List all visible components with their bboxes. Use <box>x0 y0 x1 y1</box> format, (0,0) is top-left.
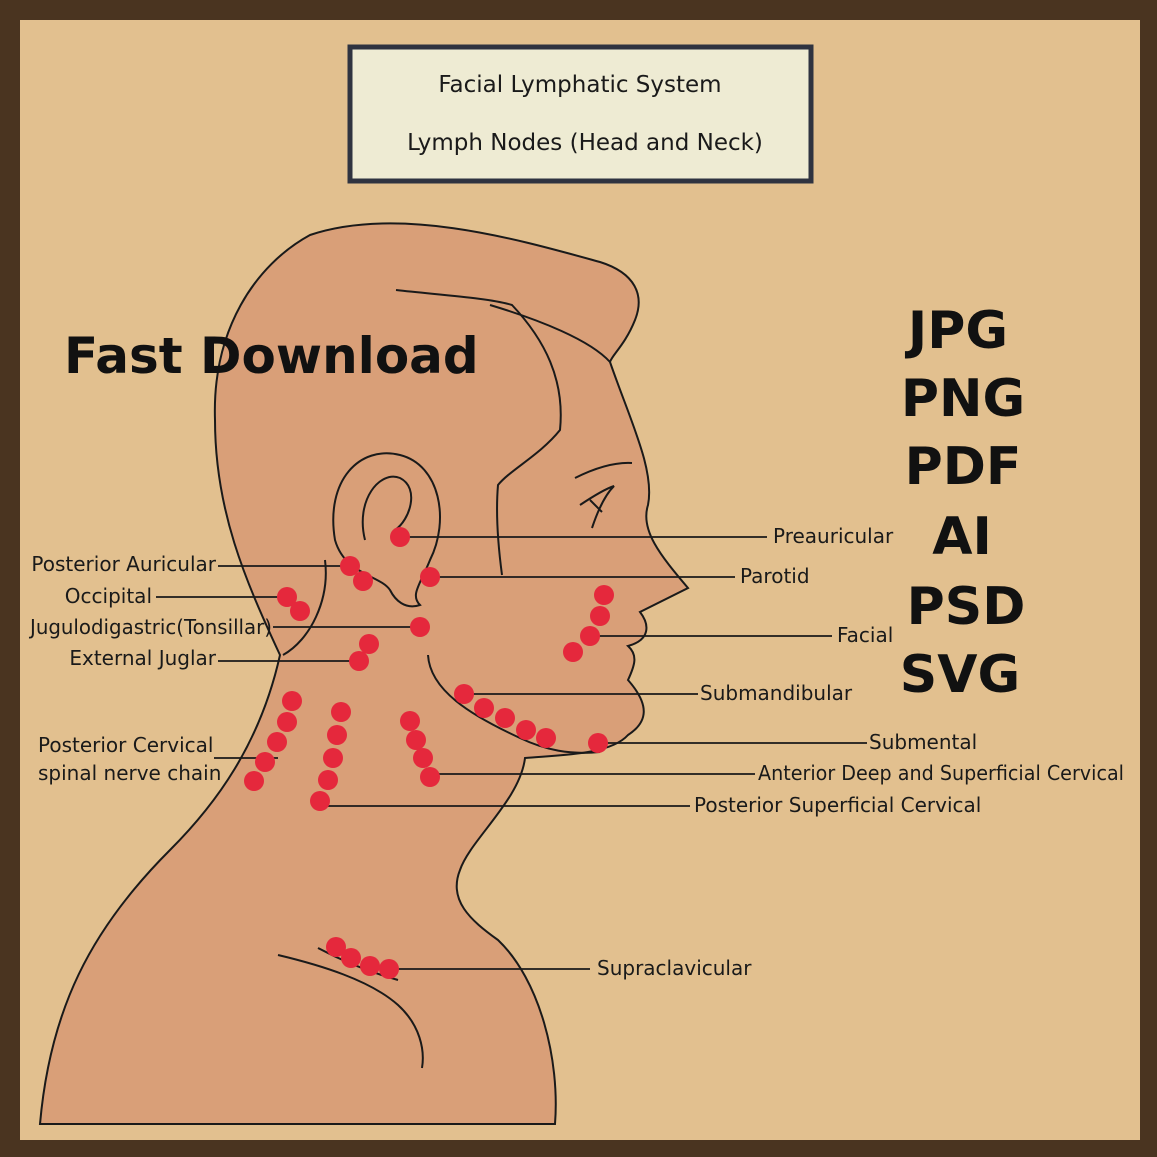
label-posterior-cervical-line-1: Posterior Cervical <box>38 733 213 757</box>
node-preauricular <box>390 527 410 547</box>
neck-back-line <box>282 559 327 656</box>
node-anterior-cervical <box>413 748 433 768</box>
node-jugulodigastric <box>410 617 430 637</box>
jaw-line <box>427 654 601 754</box>
ear-outer <box>332 452 441 608</box>
node-external-juglar <box>349 651 369 671</box>
formats-list: JPG PNG PDF AI PSD SVG <box>900 301 1026 705</box>
title-line-1: Facial Lymphatic System <box>438 72 721 98</box>
format-psd: PSD <box>907 577 1026 637</box>
label-facial: Facial <box>837 623 893 647</box>
node-parotid <box>420 567 440 587</box>
leader-lines <box>156 536 867 970</box>
node-posterior-cervical <box>255 752 275 772</box>
lymph-nodes <box>244 527 614 979</box>
node-supraclavicular <box>326 937 346 957</box>
node-anterior-cervical <box>400 711 420 731</box>
format-svg: SVG <box>900 645 1020 705</box>
node-anterior-cervical <box>406 730 426 750</box>
eye <box>579 485 615 529</box>
node-submandibular <box>495 708 515 728</box>
format-png: PNG <box>901 369 1025 429</box>
node-supraclavicular <box>360 956 380 976</box>
node-facial <box>580 626 600 646</box>
label-anterior-cervical: Anterior Deep and Superficial Cervical <box>758 761 1124 785</box>
label-occipital: Occipital <box>65 584 152 608</box>
title-line-2: Lymph Nodes (Head and Neck) <box>407 130 763 156</box>
node-posterior-cervical <box>267 732 287 752</box>
node-supraclavicular <box>379 959 399 979</box>
node-submandibular <box>474 698 494 718</box>
node-submental <box>588 733 608 753</box>
label-preauricular: Preauricular <box>773 524 894 548</box>
label-submental: Submental <box>869 730 977 754</box>
node-posterior-superficial-cervical <box>323 748 343 768</box>
label-posterior-auricular: Posterior Auricular <box>31 552 216 576</box>
node-occipital <box>277 587 297 607</box>
label-supraclavicular: Supraclavicular <box>597 956 752 980</box>
label-posterior-cervical-line-2: spinal nerve chain <box>38 761 221 785</box>
node-facial <box>590 606 610 626</box>
node-submandibular <box>454 684 474 704</box>
node-posterior-superficial-cervical <box>310 791 330 811</box>
node-anterior-cervical <box>420 767 440 787</box>
node-external-juglar <box>359 634 379 654</box>
node-submandibular <box>516 720 536 740</box>
node-posterior-cervical <box>244 771 264 791</box>
format-ai: AI <box>932 507 992 567</box>
label-external-juglar: External Juglar <box>69 646 216 670</box>
label-parotid: Parotid <box>740 564 810 588</box>
node-facial <box>594 585 614 605</box>
temple-contour <box>489 304 611 363</box>
node-posterior-cervical <box>277 712 297 732</box>
eye-brow <box>574 461 633 479</box>
node-occipital <box>290 601 310 621</box>
format-jpg: JPG <box>905 301 1008 361</box>
title-box <box>347 44 814 184</box>
node-facial <box>563 642 583 662</box>
node-posterior-superficial-cervical <box>331 702 351 722</box>
clavicle-line <box>277 954 424 1069</box>
node-posterior-superficial-cervical <box>327 725 347 745</box>
promo-text: Fast Download <box>64 327 479 385</box>
node-supraclavicular <box>341 948 361 968</box>
node-posterior-cervical <box>282 691 302 711</box>
node-posterior-superficial-cervical <box>318 770 338 790</box>
label-posterior-superficial-cervical: Posterior Superficial Cervical <box>694 793 981 817</box>
label-jugulodigastric: Jugulodigastric(Tonsillar) <box>28 615 272 639</box>
head-silhouette <box>38 222 690 1125</box>
hairline-contour <box>395 289 562 576</box>
node-submandibular <box>536 728 556 748</box>
ear-inner <box>361 475 413 541</box>
label-submandibular: Submandibular <box>700 681 853 705</box>
node-posterior-auricular <box>353 571 373 591</box>
format-pdf: PDF <box>905 437 1022 497</box>
node-posterior-auricular <box>340 556 360 576</box>
